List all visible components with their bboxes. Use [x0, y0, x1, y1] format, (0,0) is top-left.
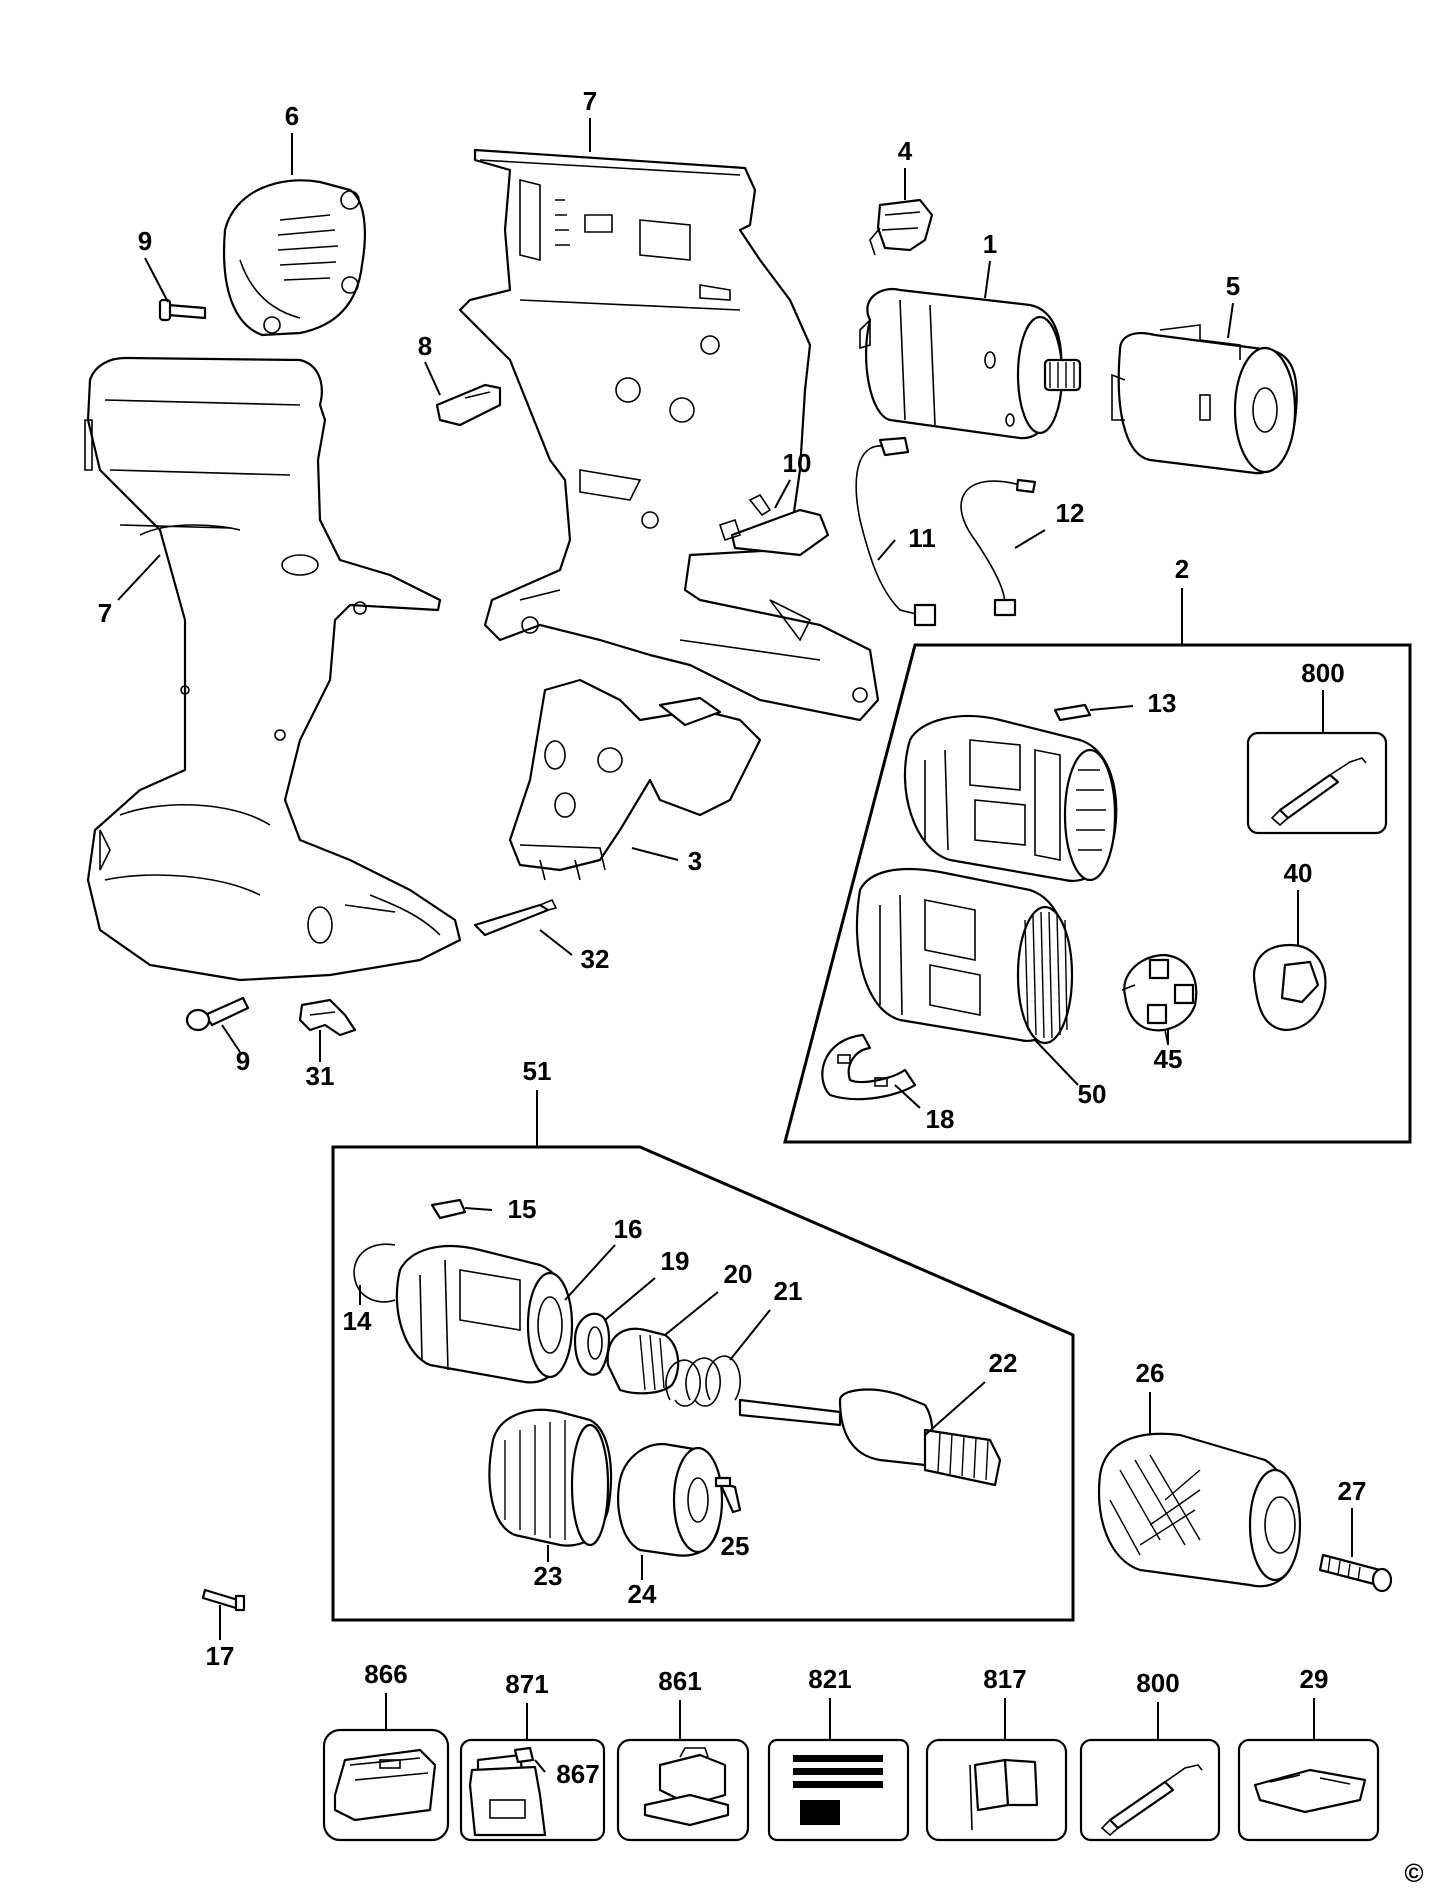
copyright-mark: © [1404, 1858, 1423, 1888]
label-6: 6 [285, 101, 299, 131]
label-5: 5 [1226, 271, 1240, 301]
part-10-contact-plate [718, 493, 830, 557]
part-40-gear [1252, 943, 1327, 1032]
part-800-grease-box [1246, 731, 1388, 835]
label-24: 24 [628, 1579, 657, 1609]
label-51: 51 [523, 1056, 552, 1086]
label-9-top: 9 [138, 226, 152, 256]
label-23: 23 [534, 1561, 563, 1591]
label-800-top: 800 [1301, 658, 1344, 688]
part-26-chuck [1098, 1432, 1302, 1588]
label-7-left: 7 [98, 598, 112, 628]
accessory-866-charger [322, 1728, 450, 1842]
label-3: 3 [688, 846, 702, 876]
part-45-planet-carrier [1121, 953, 1198, 1046]
part-9-screw-top [158, 298, 207, 322]
part-32-bit [473, 898, 558, 937]
part-19-washer [573, 1312, 610, 1376]
label-45: 45 [1154, 1044, 1183, 1074]
accessory-861-case [616, 1738, 750, 1842]
part-24-collar [617, 1442, 724, 1557]
label-31: 31 [306, 1061, 335, 1091]
label-16: 16 [614, 1214, 643, 1244]
label-14: 14 [343, 1306, 372, 1336]
part-21-spring [665, 1355, 741, 1407]
label-22: 22 [989, 1348, 1018, 1378]
label-817: 817 [983, 1664, 1026, 1694]
label-7-top: 7 [583, 86, 597, 116]
part-11-wire [855, 436, 937, 627]
label-866: 866 [364, 1659, 407, 1689]
accessory-821-manual [767, 1738, 910, 1842]
label-21: 21 [774, 1276, 803, 1306]
part-23-adjusting-ring [488, 1408, 613, 1547]
label-861: 861 [658, 1666, 701, 1696]
label-12: 12 [1056, 498, 1085, 528]
label-1: 1 [983, 229, 997, 259]
part-5-gear-housing [1111, 324, 1298, 475]
label-40: 40 [1284, 858, 1313, 888]
label-32: 32 [581, 944, 610, 974]
part-7-housing-right [458, 148, 880, 722]
label-18: 18 [926, 1104, 955, 1134]
label-50: 50 [1078, 1079, 1107, 1109]
part-13-spring [1053, 703, 1092, 722]
part-3-switch [508, 678, 762, 881]
accessory-817-label [925, 1738, 1068, 1842]
label-8: 8 [418, 331, 432, 361]
part-14-ring [353, 1243, 396, 1303]
part-12-wire [960, 478, 1037, 617]
part-25-screw [714, 1476, 742, 1514]
accessory-800-grease [1079, 1738, 1221, 1842]
part-27-screw [1318, 1553, 1393, 1593]
part-1-motor [859, 287, 1082, 440]
label-26: 26 [1136, 1358, 1165, 1388]
accessory-871-battery [459, 1738, 606, 1842]
label-10: 10 [783, 448, 812, 478]
label-11: 11 [908, 523, 936, 553]
part-31-clip [298, 998, 357, 1037]
label-15: 15 [508, 1194, 537, 1224]
label-2: 2 [1175, 554, 1189, 584]
part-8-forward-reverse-slider [435, 383, 502, 427]
label-13: 13 [1148, 688, 1177, 718]
label-867: 867 [556, 1759, 599, 1789]
part-20-clutch-ring [606, 1327, 680, 1395]
part-18-clip-band [821, 1033, 917, 1101]
label-17: 17 [206, 1641, 235, 1671]
part-7-housing-left [84, 356, 462, 982]
part-15-clip [430, 1198, 467, 1220]
box-51-clutch-kit [331, 1145, 1075, 1622]
part-17-screw [201, 1588, 246, 1612]
label-4: 4 [898, 136, 913, 166]
label-20: 20 [724, 1259, 753, 1289]
label-27: 27 [1338, 1476, 1367, 1506]
label-871: 871 [505, 1669, 548, 1699]
label-821: 821 [808, 1664, 851, 1694]
part-22-spindle [738, 1388, 1002, 1487]
gear-housing-lower [855, 867, 1074, 1045]
box-2-gearbox-kit [783, 643, 1412, 1144]
part-4-clip [869, 198, 934, 256]
part-6-end-cap [223, 179, 366, 337]
label-800-bottom: 800 [1136, 1668, 1179, 1698]
part-16-clutch-housing [395, 1245, 574, 1384]
accessory-29-toolbox [1237, 1738, 1380, 1842]
label-9-bottom: 9 [236, 1046, 250, 1076]
label-25: 25 [721, 1531, 750, 1561]
label-19: 19 [661, 1246, 690, 1276]
part-9-screw-bottom [185, 996, 250, 1032]
gear-housing-upper [903, 714, 1118, 882]
label-29: 29 [1300, 1664, 1329, 1694]
